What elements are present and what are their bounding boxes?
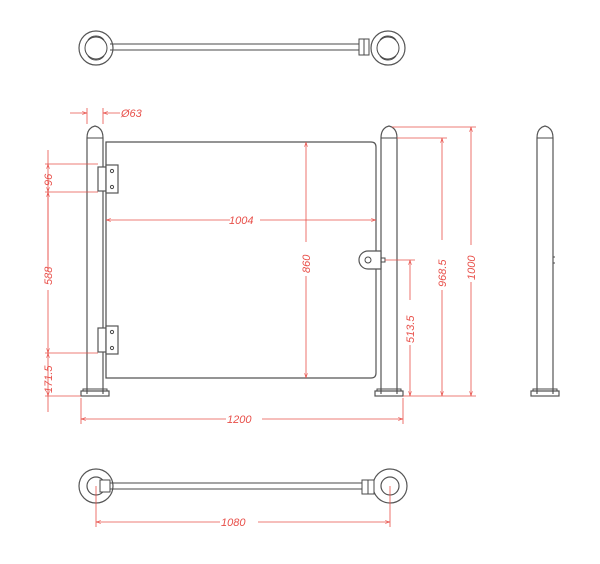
dim-panel-height: 860	[301, 254, 313, 273]
top-plan-view	[78, 30, 406, 66]
dim-post-height-lower: 968.5	[437, 259, 449, 287]
bottom-plan-view	[78, 468, 408, 504]
dimension-lines	[45, 108, 476, 527]
dim-post-diameter: Ø63	[120, 108, 143, 120]
dim-hinge-spacing: 588	[43, 266, 55, 285]
dim-post-centers: 1080	[221, 517, 246, 529]
dim-post-height: 1000	[466, 255, 478, 280]
dim-panel-width: 1004	[229, 215, 253, 227]
dimension-labels: Ø63 96 588 171.5 1004 860 513.5 968.5 10…	[43, 108, 478, 529]
side-elevation	[530, 125, 560, 397]
dim-hinge-height: 96	[43, 173, 55, 186]
dim-latch-height: 513.5	[405, 315, 417, 343]
dim-bottom-offset: 171.5	[43, 365, 55, 393]
dim-overall-width: 1200	[227, 414, 252, 426]
front-elevation	[80, 125, 404, 397]
